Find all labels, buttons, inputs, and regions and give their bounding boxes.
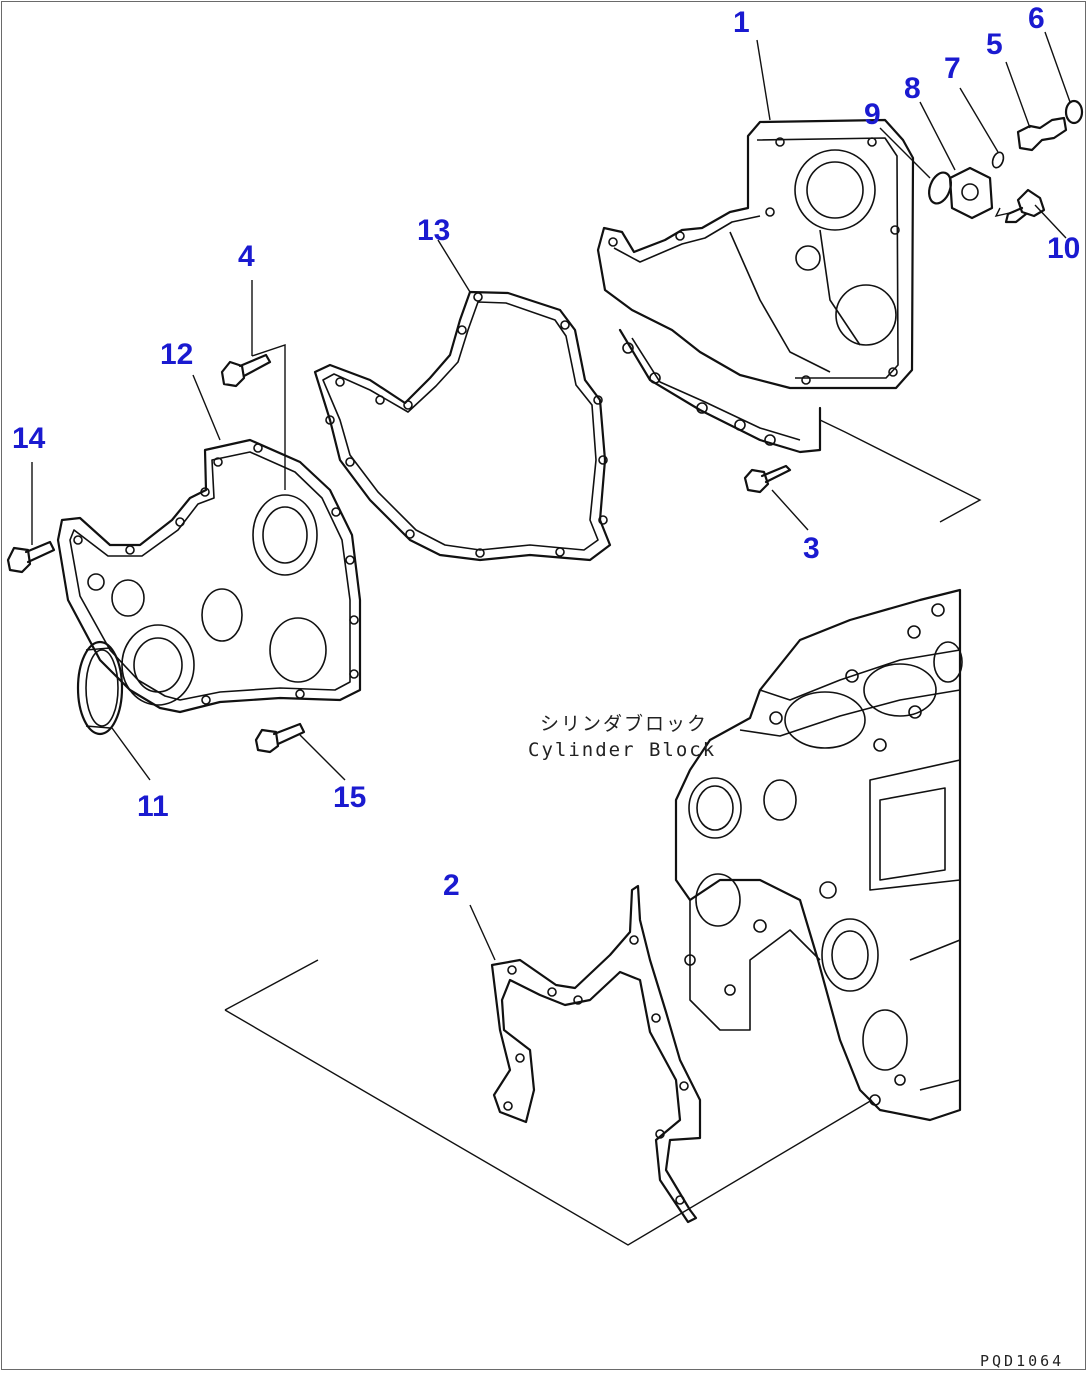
callout-8: 8 xyxy=(904,72,921,105)
part-13-gasket xyxy=(313,290,612,562)
callout-12: 12 xyxy=(160,338,193,371)
callout-15: 15 xyxy=(333,781,366,814)
callout-5: 5 xyxy=(986,28,1003,61)
part-8-flange xyxy=(948,166,994,220)
callout-11: 11 xyxy=(137,790,169,823)
part-11-oil-seal xyxy=(76,640,124,736)
part-10-bolt xyxy=(994,188,1046,224)
callout-3: 3 xyxy=(803,532,820,565)
cylinder-block-caption: シリンダブロック Cylinder Block xyxy=(528,712,716,761)
callout-labels: 1 2 3 4 5 6 7 8 9 10 11 12 13 14 15 xyxy=(12,2,1080,902)
part-7-gasket xyxy=(991,151,1005,169)
callout-10: 10 xyxy=(1047,232,1080,265)
part-6-clip xyxy=(1064,99,1084,125)
drawing-number: PQD1064 xyxy=(980,1352,1064,1370)
part-14-bolt xyxy=(6,540,56,574)
callout-13: 13 xyxy=(417,214,450,247)
part-3-bolt xyxy=(743,464,792,494)
caption-japanese: シリンダブロック xyxy=(540,712,708,735)
caption-english: Cylinder Block xyxy=(528,739,716,761)
part-12-gear-cover xyxy=(56,438,362,714)
part-9-o-ring xyxy=(928,171,952,205)
part-2-gasket xyxy=(490,884,702,1224)
callout-7: 7 xyxy=(944,52,961,85)
callout-14: 14 xyxy=(12,422,46,455)
leader-lines xyxy=(31,31,1071,961)
part-5-connector xyxy=(1016,116,1068,152)
callout-4: 4 xyxy=(238,240,255,273)
callout-1: 1 xyxy=(733,6,750,39)
callout-6: 6 xyxy=(1028,2,1045,35)
cylinder-block xyxy=(674,588,963,1122)
part-15-bolt xyxy=(254,722,306,754)
callout-9: 9 xyxy=(864,98,881,131)
part-4-bolt xyxy=(220,353,272,388)
part-1-front-cover xyxy=(596,118,982,523)
callout-2: 2 xyxy=(443,869,460,902)
reference-lines xyxy=(224,959,873,1246)
